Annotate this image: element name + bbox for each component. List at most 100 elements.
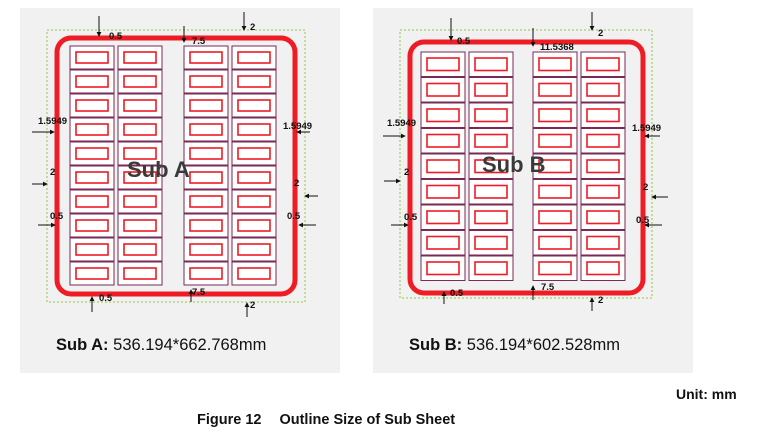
- sub-b-caption-size: 536.194*602.528mm: [466, 336, 620, 354]
- panel-pad: [586, 108, 620, 123]
- sub-a-dim-left-lower: 0.5: [50, 211, 64, 222]
- panel-cell: [468, 153, 514, 179]
- sub-b-label: Sub B: [482, 152, 546, 177]
- panel-cell: [468, 230, 514, 256]
- sub-a-background: [20, 8, 340, 373]
- panel-pad: [538, 133, 572, 148]
- panel-pad: [237, 267, 271, 280]
- sub-b-dim-top-center: 11.5368: [540, 42, 574, 53]
- sub-b-panel: Sub B 0.5 11.5368 2 1.5949 1.5949 2 2 0.…: [383, 12, 668, 311]
- panel-cell: [580, 102, 626, 128]
- sub-a-caption: Sub A: 536.194*662.768mm: [56, 336, 266, 355]
- panel-pad: [75, 123, 109, 136]
- sub-b-dim-right-lower: 0.5: [636, 215, 650, 226]
- sub-a-dim-bottom-center: 7.5: [192, 287, 206, 298]
- panel-pad: [538, 159, 572, 174]
- panel-pad: [474, 159, 508, 174]
- sub-a-dim-top-left: 0.5: [109, 31, 123, 42]
- panel-pad: [474, 235, 508, 250]
- sub-b-dim-top-right: 2: [598, 28, 603, 39]
- panel-pad: [75, 75, 109, 88]
- panel-pad: [538, 210, 572, 225]
- sub-b-dim-top-left: 0.5: [457, 36, 471, 47]
- sub-b-dim-right-upper: 1.5949: [632, 123, 661, 134]
- panel-pad: [426, 159, 460, 174]
- panel-cell: [580, 255, 626, 281]
- panel-pad: [123, 147, 157, 160]
- panel-pad: [426, 261, 460, 276]
- figure-number: Figure 12: [197, 412, 262, 428]
- panel-pad: [237, 123, 271, 136]
- sub-a-dim-right-lower: 0.5: [287, 211, 301, 222]
- panel-pad: [75, 195, 109, 208]
- panel-pad: [586, 57, 620, 72]
- sub-b-dim-left-upper: 1.5949: [387, 118, 416, 129]
- panel-cell: [532, 204, 578, 230]
- panel-cell: [468, 204, 514, 230]
- panel-cell: [420, 51, 466, 77]
- panel-pad: [586, 210, 620, 225]
- panel-pad: [189, 99, 223, 112]
- panel-pad: [237, 51, 271, 64]
- panel-pad: [75, 243, 109, 256]
- panel-cell: [580, 51, 626, 77]
- sub-b-dim-left-lower: 0.5: [404, 212, 418, 223]
- panel-pad: [237, 75, 271, 88]
- panel-pad: [189, 75, 223, 88]
- panel-cell: [580, 204, 626, 230]
- panel-pad: [123, 75, 157, 88]
- panel-pad: [75, 147, 109, 160]
- panel-pad: [189, 243, 223, 256]
- panel-pad: [75, 219, 109, 232]
- panel-pad: [426, 133, 460, 148]
- panel-cell: [468, 255, 514, 281]
- panel-cell: [420, 255, 466, 281]
- panel-cell: [420, 77, 466, 103]
- panel-cell: [468, 128, 514, 154]
- sub-b-dim-bottom-left: 0.5: [450, 288, 464, 299]
- panel-pad: [237, 147, 271, 160]
- panel-pad: [123, 243, 157, 256]
- panel-cell: [532, 255, 578, 281]
- panel-cell: [580, 77, 626, 103]
- panel-cell: [532, 230, 578, 256]
- panel-pad: [123, 195, 157, 208]
- panel-pad: [538, 235, 572, 250]
- panel-cell: [580, 153, 626, 179]
- panel-pad: [538, 57, 572, 72]
- panel-cell: [580, 230, 626, 256]
- panel-pad: [426, 82, 460, 97]
- panel-pad: [474, 82, 508, 97]
- sub-a-boundary: [46, 29, 306, 303]
- panel-pad: [189, 267, 223, 280]
- sub-b-caption-name: Sub B:: [409, 336, 463, 354]
- panel-pad: [123, 99, 157, 112]
- panel-pad: [237, 171, 271, 184]
- sub-a-panel: Sub A 0.5 7.5 2 1.5949 1.5949 2 2 0.5 0.…: [32, 12, 318, 317]
- panel-pad: [426, 210, 460, 225]
- sub-a-dim-right-upper: 1.5949: [283, 121, 312, 132]
- panel-pad: [189, 195, 223, 208]
- panel-pad: [237, 243, 271, 256]
- sub-a-dim-bottom-left: 0.5: [99, 293, 113, 304]
- panel-cell: [420, 230, 466, 256]
- panel-cell: [532, 179, 578, 205]
- panel-pad: [474, 184, 508, 199]
- panel-pad: [189, 51, 223, 64]
- sub-b-cell-grid: [420, 51, 626, 281]
- panel-pad: [237, 195, 271, 208]
- sub-a-dim-right-middle: 2: [294, 178, 299, 189]
- panel-pad: [189, 219, 223, 232]
- panel-pad: [123, 51, 157, 64]
- panel-cell: [420, 102, 466, 128]
- panel-pad: [123, 219, 157, 232]
- panel-pad: [474, 210, 508, 225]
- panel-pad: [189, 147, 223, 160]
- sub-a-label: Sub A: [127, 157, 190, 182]
- panel-cell: [468, 77, 514, 103]
- panel-pad: [474, 133, 508, 148]
- sub-a-caption-name: Sub A:: [56, 336, 109, 354]
- panel-cell: [420, 153, 466, 179]
- panel-pad: [123, 171, 157, 184]
